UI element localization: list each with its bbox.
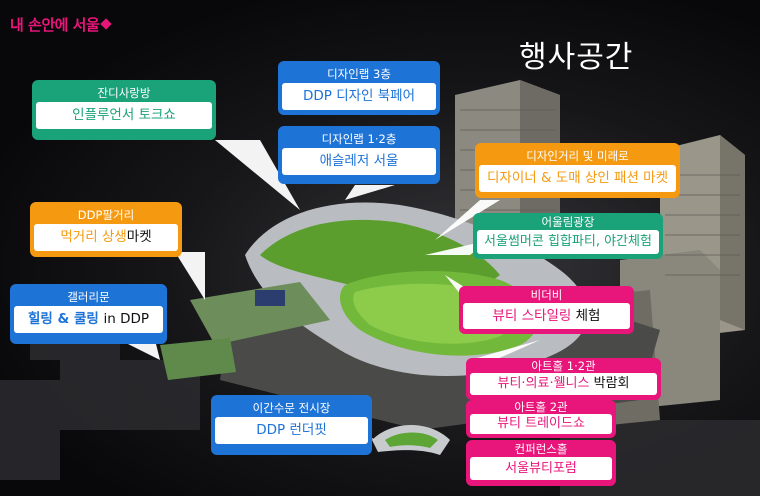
callout-header: 디자인거리 및 미래로 (526, 149, 629, 163)
brand-logo-text: 내 손안에 서울 (10, 16, 100, 34)
callout-header: 아트홀 1·2관 (531, 359, 596, 373)
page-title: 행사공간 (519, 40, 634, 75)
callout-night-exhibition[interactable]: 이간수문 전시장 DDP 런더핏 (211, 395, 372, 455)
callout-body-tail: 박람회 (593, 376, 630, 391)
callout-body-tail: in DDP (103, 311, 150, 327)
callout-header: 비더비 (530, 288, 563, 302)
callout-body-tail: 마켓 (126, 229, 152, 245)
callout-header: DDP팔거리 (77, 208, 135, 222)
callout-body: 뷰티 스타일링 체험 (463, 303, 630, 329)
callout-body-main: 먹거리 상생 (60, 229, 127, 245)
callout-art-hall-1-2[interactable]: 아트홀 1·2관 뷰티·의료·웰니스 박람회 (466, 358, 661, 400)
callout-gallery-gate[interactable]: 갤러리문 힐링 & 쿨링 in DDP (10, 284, 167, 344)
callout-grass-lounge[interactable]: 잔디사랑방 인플루언서 토크쇼 (32, 80, 216, 140)
callout-body-main: 뷰티 스타일링 (492, 308, 576, 324)
callout-body-main: 뷰티·의료·웰니스 (497, 376, 594, 391)
callout-body: 힐링 & 쿨링 in DDP (14, 306, 163, 333)
callout-header: 아트홀 2관 (514, 400, 568, 414)
callout-header: 어울림광장 (541, 215, 595, 229)
callout-body-tail: 체험 (575, 308, 601, 324)
callout-body: 인플루언서 토크쇼 (36, 102, 212, 129)
callout-design-lab-1-2f[interactable]: 디자인랩 1·2층 애슬레저 서울 (278, 126, 440, 184)
callout-body: 서울뷰티포럼 (470, 457, 612, 480)
callout-body: 먹거리 상생마켓 (34, 224, 178, 251)
callout-bdb[interactable]: 비더비 뷰티 스타일링 체험 (459, 286, 634, 334)
callout-food-street[interactable]: DDP팔거리 먹거리 상생마켓 (30, 202, 182, 257)
callout-conference-hall[interactable]: 컨퍼런스홀 서울뷰티포럼 (466, 440, 616, 486)
callout-body: DDP 디자인 북페어 (282, 83, 436, 110)
callout-design-lab-3f[interactable]: 디자인랩 3층 DDP 디자인 북페어 (278, 61, 440, 115)
callout-body-main: 힐링 & 쿨링 (27, 311, 104, 327)
heart-icon (100, 18, 112, 30)
callout-header: 컨퍼런스홀 (514, 442, 568, 456)
callout-header: 갤러리문 (67, 290, 110, 304)
brand-logo[interactable]: 내 손안에 서울 (10, 14, 112, 35)
callout-art-hall-2[interactable]: 아트홀 2관 뷰티 트레이드쇼 (466, 400, 616, 438)
callout-design-street[interactable]: 디자인거리 및 미래로 디자이너 & 도매 상인 패션 마켓 (475, 143, 680, 198)
callout-header: 이간수문 전시장 (252, 401, 331, 415)
callout-square[interactable]: 어울림광장 서울썸머콘 힙합파티, 야간체험 (473, 213, 663, 259)
callout-header: 디자인랩 3층 (327, 67, 391, 81)
callout-body: DDP 런더핏 (215, 417, 368, 444)
callout-body: 서울썸머콘 힙합파티, 야간체험 (477, 230, 659, 254)
callout-body: 디자이너 & 도매 상인 패션 마켓 (479, 165, 676, 192)
callout-header: 디자인랩 1·2층 (321, 132, 397, 146)
callout-body: 뷰티 트레이드쇼 (470, 414, 612, 434)
callout-body: 뷰티·의료·웰니스 박람회 (470, 373, 657, 395)
callout-header: 잔디사랑방 (97, 86, 151, 100)
callout-body: 애슬레저 서울 (282, 148, 436, 175)
